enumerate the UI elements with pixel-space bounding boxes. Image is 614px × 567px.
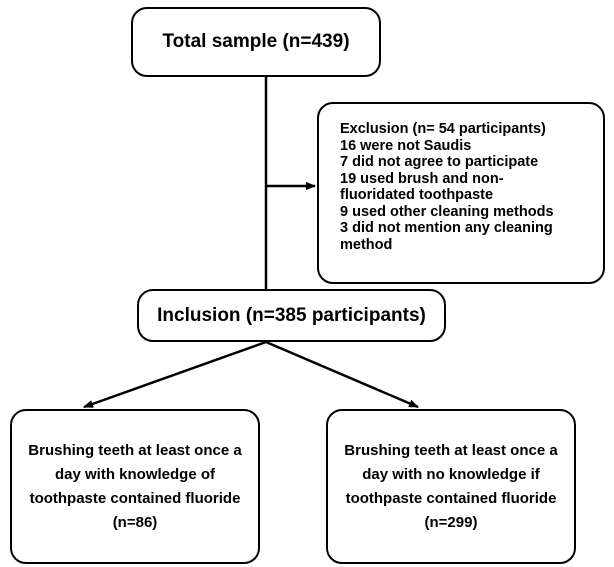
- total-sample-box: Total sample (n=439): [131, 7, 381, 77]
- fluoride-knowledge-box: Brushing teeth at least once a day with …: [10, 409, 260, 564]
- exclusion-line: 19 used brush and non-: [340, 170, 504, 187]
- total-sample-label: Total sample (n=439): [162, 31, 350, 52]
- exclusion-line: method: [340, 236, 393, 253]
- exclusion-box: Exclusion (n= 54 participants) 16 were n…: [317, 102, 605, 284]
- inclusion-box: Inclusion (n=385 participants): [137, 289, 446, 342]
- exclusion-line: Exclusion (n= 54 participants): [340, 121, 546, 137]
- no-fluoride-knowledge-label: Brushing teeth at least once a day with …: [344, 441, 558, 531]
- exclusion-line: 9 used other cleaning methods: [340, 203, 554, 220]
- exclusion-line: 7 did not agree to participate: [340, 154, 539, 170]
- fluoride-knowledge-label: Brushing teeth at least once a day with …: [28, 441, 242, 531]
- exclusion-line: 16 were not Saudis: [340, 137, 472, 154]
- left-branch-arrow: [83, 340, 267, 409]
- exclusion-line: fluoridated toothpaste: [340, 187, 494, 203]
- no-fluoride-knowledge-box: Brushing teeth at least once a day with …: [326, 409, 576, 564]
- exclusion-line: 3 did not mention any cleaning: [340, 220, 553, 236]
- right-branch-arrow: [265, 340, 419, 409]
- inclusion-label: Inclusion (n=385 participants): [157, 304, 426, 326]
